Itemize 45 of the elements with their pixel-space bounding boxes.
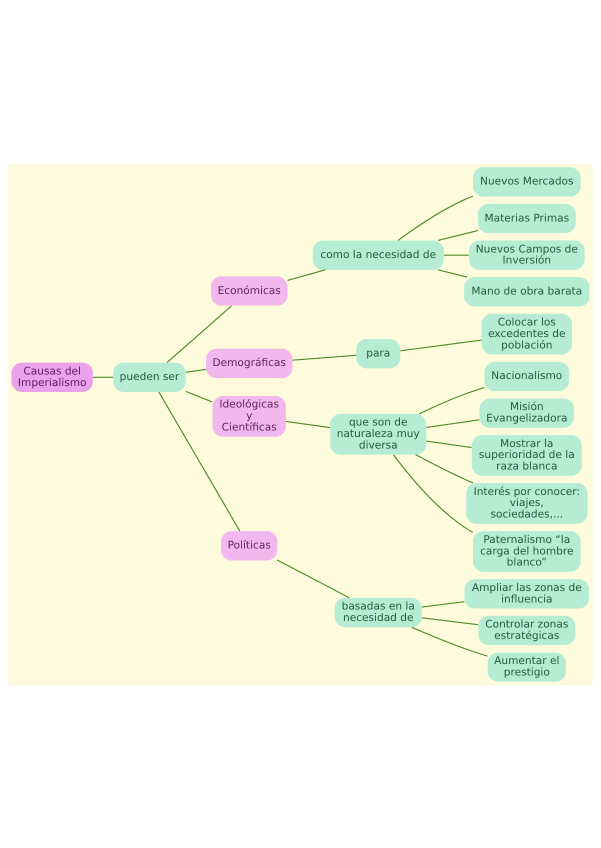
connector (426, 418, 480, 428)
node-box: pueden ser (113, 362, 186, 392)
node-box: Mostrar la superioridad de la raza blanca (472, 434, 582, 476)
node-box: Paternalismo “la carga del hombre blanco” (473, 530, 581, 572)
connector (400, 338, 482, 351)
node-box: Económicas (210, 276, 288, 306)
node-box: Controlar zonas estratégicas (478, 615, 576, 645)
connector (438, 268, 468, 278)
node-box: Demográficas (206, 348, 292, 378)
connector (292, 354, 356, 360)
connector (277, 559, 350, 598)
node-box: Colocar los excedentes de población (482, 313, 572, 354)
node-box: Ampliar las zonas de influencia (464, 578, 590, 608)
node-box: Materias Primas (478, 203, 576, 233)
node-box: Mano de obra barata (464, 276, 590, 306)
node-box: Nacionalismo (484, 361, 570, 391)
connector (422, 616, 478, 625)
connector (422, 600, 465, 608)
node-box: como la necesidad de (312, 240, 444, 270)
connector (444, 254, 469, 256)
node-box: Nuevos Mercados (473, 166, 581, 196)
connector (166, 305, 232, 362)
node-box: Ideológicas y Científicas (212, 396, 286, 436)
node-box: Políticas (221, 530, 278, 560)
node-box: para (356, 338, 400, 368)
node-box: basadas en la necesidad de (334, 597, 422, 627)
connector (412, 626, 488, 656)
connector (426, 440, 472, 448)
node-box: Misión Evangelizadora (480, 398, 574, 428)
connector (418, 386, 485, 414)
node-box: Causas del Imperialismo (12, 362, 93, 392)
connector (186, 390, 213, 402)
connector (286, 420, 330, 428)
connector (158, 391, 240, 531)
node-box: Nuevos Campos de Inversión (469, 240, 585, 270)
connector (287, 268, 326, 280)
connector (393, 454, 474, 532)
node-box: Interés por conocer: viajes, sociedades,... (466, 482, 588, 524)
node-box: que son de naturaleza muy diversa (330, 413, 426, 454)
node-box: Aumentar el prestigio (488, 652, 566, 682)
connector (93, 376, 114, 378)
connector (186, 368, 206, 372)
connector (438, 229, 478, 241)
connector (415, 454, 474, 484)
connector (398, 195, 474, 240)
